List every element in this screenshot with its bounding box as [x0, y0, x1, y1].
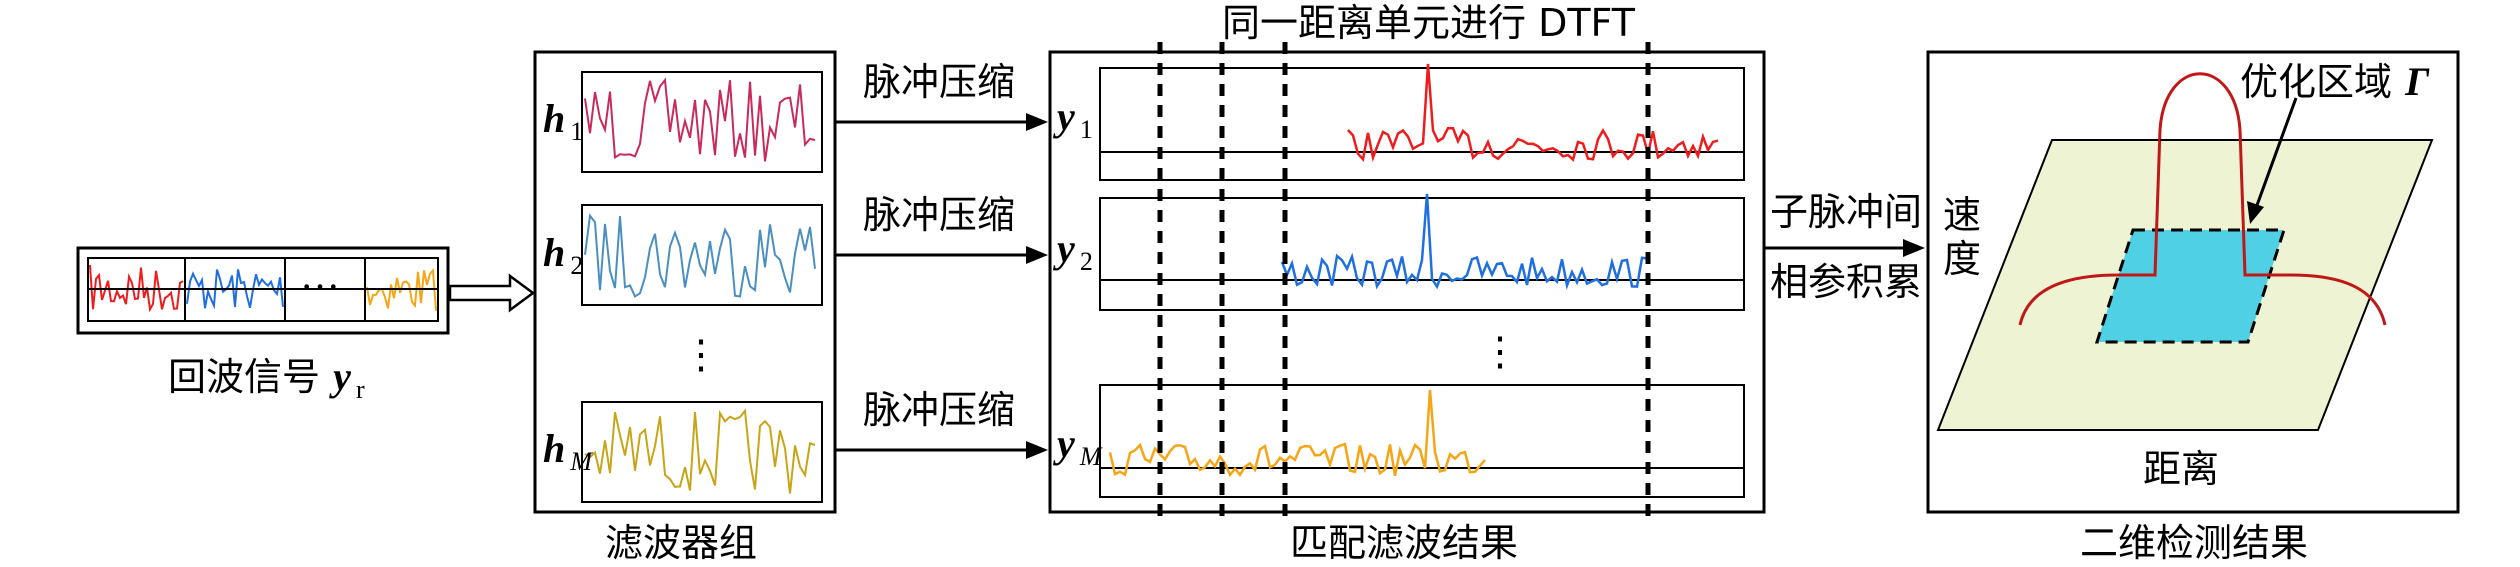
- filter-hM-subscript: M: [569, 447, 593, 476]
- matched-ellipsis: ⋮: [1480, 329, 1520, 374]
- range-label: 距离: [2143, 447, 2219, 491]
- filter-h2-wave: [584, 213, 816, 298]
- accumulation-label-1: 子脉冲间: [1770, 190, 1922, 234]
- output-y2-subscript: 2: [1080, 247, 1093, 276]
- echo-orange-segment: [366, 267, 437, 311]
- filter-h2-subscript: 2: [570, 251, 583, 280]
- svg-text:回波信号 y r: 回波信号 y r: [168, 354, 365, 404]
- matched-filter-results: 同一距离单元进行 DTFT y 1 y 2 y M ⋮ 匹配滤波结果: [1048, 1, 1766, 565]
- velocity-label-1: 速: [1943, 193, 1981, 237]
- filter-bank: h 1 h 2 h M ⋮ 滤波器组: [533, 50, 837, 565]
- output-yM-symbol: y: [1053, 421, 1075, 466]
- svg-text:y M: y M: [1053, 421, 1103, 471]
- svg-text:优化区域 Γ: 优化区域 Γ: [2240, 59, 2430, 104]
- matched-filter-waveforms: [1108, 63, 1719, 478]
- coherent-accumulation: 子脉冲间 相参积累: [1764, 190, 1925, 304]
- pulse-compression-label-1: 脉冲压缩: [863, 60, 1015, 104]
- echo-signal-block: ··· 回波信号 y r: [76, 246, 450, 404]
- svg-text:h M: h M: [543, 426, 593, 476]
- echo-signal-label: 回波信号: [168, 355, 320, 399]
- filter-ellipsis: ⋮: [681, 332, 721, 377]
- detection-result: 优化区域 Γ 速 度 距离 二维检测结果: [1926, 50, 2460, 565]
- pulse-compression-label-3: 脉冲压缩: [863, 388, 1015, 432]
- velocity-label-2: 度: [1943, 237, 1981, 281]
- output-y1-subscript: 1: [1080, 115, 1093, 144]
- filter-hM-wave: [584, 408, 816, 494]
- filter-h1-symbol: h: [543, 96, 565, 141]
- region-label: 优化区域: [2240, 60, 2392, 104]
- filter-bank-caption: 滤波器组: [605, 521, 757, 565]
- echo-to-filter-arrow: [448, 273, 536, 313]
- region-pointer-arrow: [2254, 97, 2298, 209]
- ambiguity-curve: [2018, 72, 2387, 326]
- detection-caption: 二维检测结果: [2080, 521, 2308, 565]
- matched-y2-wave: [1280, 193, 1648, 291]
- matched-yM-wave: [1108, 389, 1486, 478]
- filter-h1-subscript: 1: [570, 117, 583, 146]
- matched-y1-wave: [1347, 63, 1719, 163]
- svg-text:y 2: y 2: [1053, 226, 1093, 276]
- svg-text:h 2: h 2: [543, 230, 583, 280]
- output-yM-subscript: M: [1079, 442, 1103, 471]
- output-y1-symbol: y: [1053, 94, 1075, 139]
- echo-ellipsis: ···: [300, 264, 340, 309]
- filter-h2-symbol: h: [543, 230, 565, 275]
- region-symbol: Γ: [2404, 59, 2430, 104]
- filter-waveforms: [584, 77, 816, 494]
- svg-text:y 1: y 1: [1053, 94, 1093, 144]
- dtft-title: 同一距离单元进行 DTFT: [1222, 1, 1636, 45]
- filter-h1-wave: [584, 77, 816, 162]
- pulse-compression-arrows: 脉冲压缩 脉冲压缩 脉冲压缩: [835, 60, 1048, 459]
- filter-hM-symbol: h: [543, 426, 565, 471]
- svg-text:h 1: h 1: [543, 96, 583, 146]
- matched-filter-caption: 匹配滤波结果: [1290, 521, 1518, 565]
- optimized-region: [2094, 228, 2287, 344]
- pulse-compression-label-2: 脉冲压缩: [863, 193, 1015, 237]
- echo-signal-symbol: y: [329, 354, 351, 399]
- output-y2-symbol: y: [1053, 226, 1075, 271]
- echo-signal-subscript: r: [356, 375, 365, 404]
- accumulation-label-2: 相参积累: [1770, 260, 1922, 304]
